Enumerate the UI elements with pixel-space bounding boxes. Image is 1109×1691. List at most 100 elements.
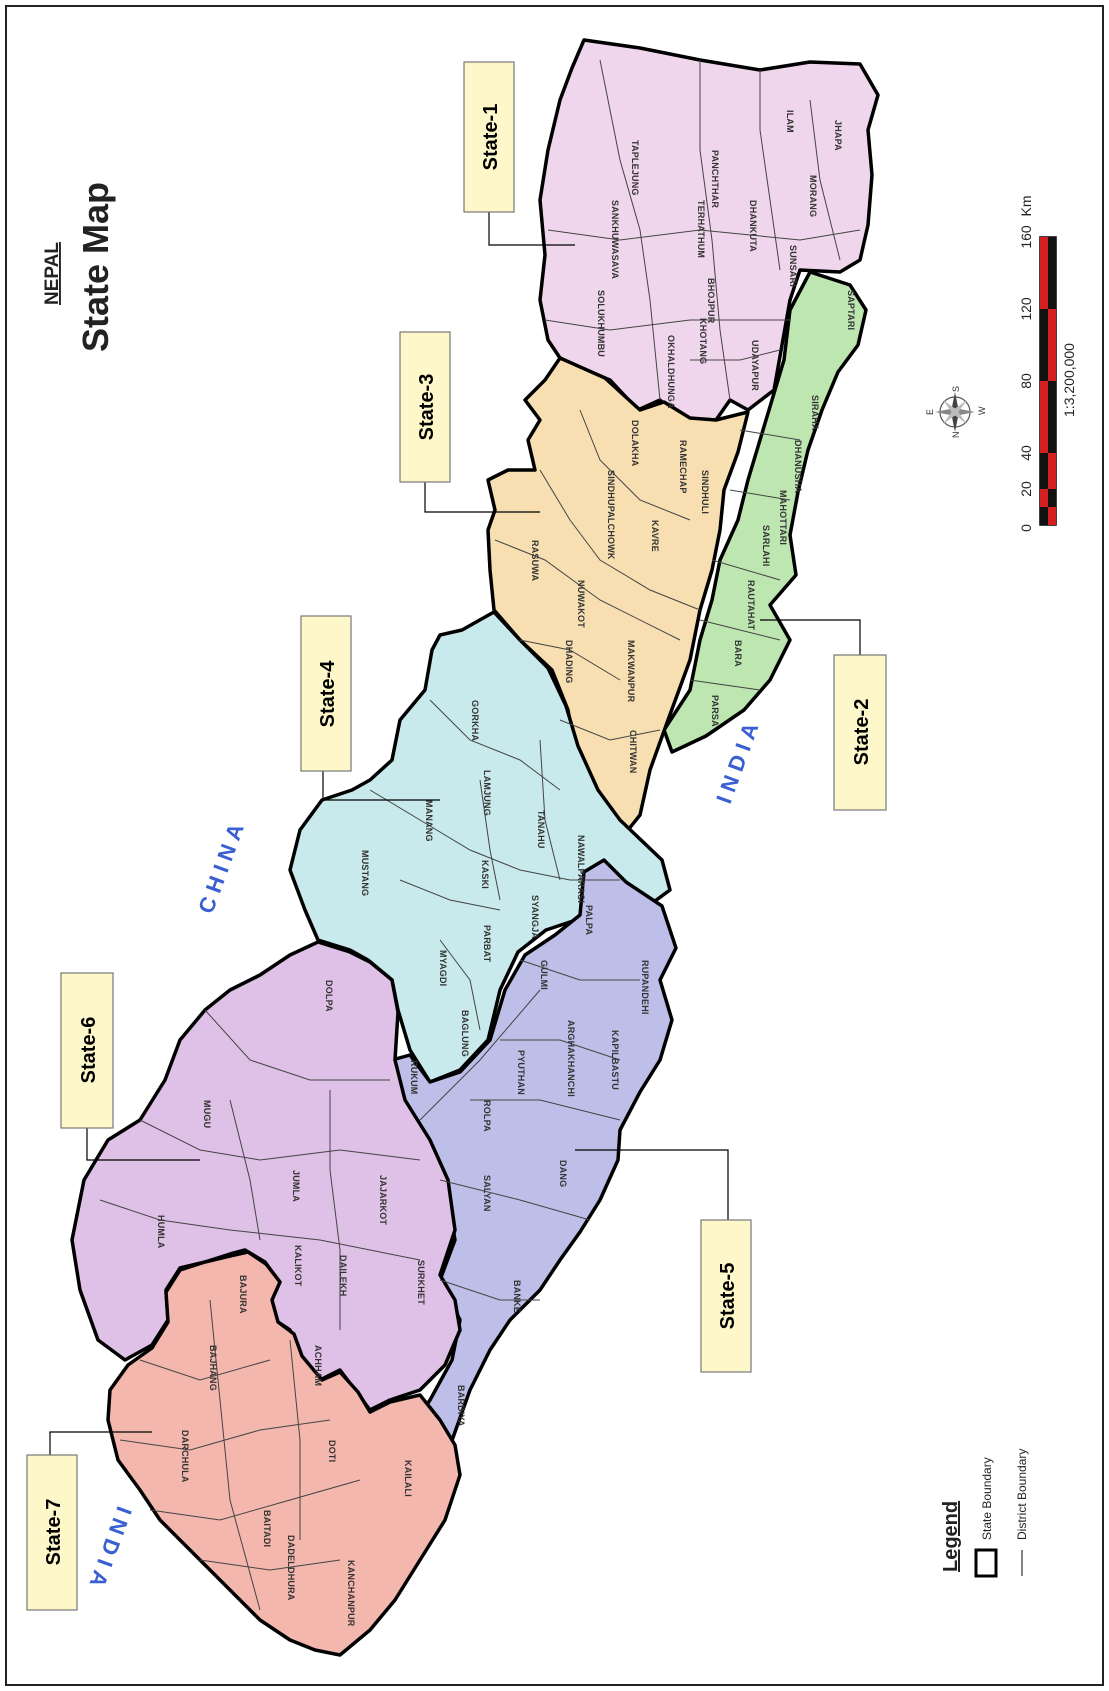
state-tag-1[interactable]: State-1 bbox=[463, 61, 575, 246]
compass-rose-icon: N S E W bbox=[925, 386, 987, 438]
state-tag-4[interactable]: State-4 bbox=[300, 615, 440, 801]
district-label: JHAPA bbox=[833, 120, 843, 151]
district-label: SAPTARI bbox=[846, 290, 856, 330]
svg-text:State-3: State-3 bbox=[416, 374, 438, 441]
scale-tick: 160 bbox=[1018, 225, 1034, 249]
district-label: MORANG bbox=[808, 175, 818, 217]
district-label: BAJURA bbox=[238, 1275, 248, 1314]
district-label: UDAYAPUR bbox=[750, 340, 760, 391]
district-label: KAILALI bbox=[403, 1460, 413, 1497]
district-label: TAPLEJUNG bbox=[630, 140, 640, 196]
country-label-china: CHINA bbox=[193, 814, 251, 916]
district-label: MUGU bbox=[202, 1100, 212, 1128]
district-label: ACHHAM bbox=[313, 1345, 323, 1386]
compass-s: S bbox=[951, 386, 961, 392]
svg-text:State-5: State-5 bbox=[717, 1263, 739, 1330]
district-label: KAVRE bbox=[650, 520, 660, 552]
district-label: DAILEKH bbox=[338, 1255, 348, 1296]
district-label: SANKHUWASAVA bbox=[610, 200, 620, 279]
state-tag-2[interactable]: State-2 bbox=[760, 619, 887, 811]
district-label: PARBAT bbox=[482, 925, 492, 963]
district-label: SARLAHI bbox=[761, 525, 771, 566]
state-tag-5[interactable]: State-5 bbox=[575, 1149, 752, 1373]
district-label: TANAHU bbox=[536, 810, 546, 849]
district-label: PALPA bbox=[584, 905, 594, 935]
district-label: KANCHANPUR bbox=[346, 1560, 356, 1627]
legend-item-state: State Boundary bbox=[980, 1457, 994, 1540]
scale-tick: 40 bbox=[1018, 445, 1034, 461]
svg-text:State-7: State-7 bbox=[43, 1499, 65, 1566]
state-tag-6[interactable]: State-6 bbox=[60, 972, 200, 1161]
district-label: MAHOTTARI bbox=[778, 490, 788, 545]
legend-state-swatch bbox=[974, 1548, 998, 1578]
district-label: BAITADI bbox=[262, 1510, 272, 1547]
map-title: NEPAL State Map bbox=[42, 182, 116, 352]
svg-text:State-1: State-1 bbox=[480, 104, 502, 171]
scale-bar: 0 20 40 80 120 160 Km 1:3,200,000 bbox=[1018, 196, 1077, 532]
district-label: RASUWA bbox=[530, 540, 540, 581]
district-label: SYANGJA bbox=[530, 895, 540, 939]
district-label: BARDIYA bbox=[456, 1385, 466, 1427]
district-label: RUPANDEHI bbox=[640, 960, 650, 1015]
district-label: PYUTHAN bbox=[516, 1050, 526, 1095]
district-label: KASKI bbox=[480, 860, 490, 889]
state-2-region[interactable] bbox=[662, 270, 868, 754]
district-label: SINDHULI bbox=[700, 470, 710, 514]
state-tag-7[interactable]: State-7 bbox=[26, 1431, 152, 1611]
district-label: SALYAN bbox=[482, 1175, 492, 1212]
district-label: KHOTANG bbox=[698, 318, 708, 364]
district-label: DOTI bbox=[327, 1440, 337, 1462]
district-label: SINDHUPALCHOWK bbox=[606, 470, 616, 560]
district-label: NAWALPARASI bbox=[576, 835, 586, 903]
legend: Legend State Boundary District Boundary bbox=[940, 1449, 1029, 1578]
district-label: RUKUM bbox=[409, 1060, 419, 1095]
district-label: MYAGDI bbox=[438, 950, 448, 986]
district-label: BHOJPUR bbox=[706, 278, 716, 324]
district-label: PANCHTHAR bbox=[710, 150, 720, 208]
svg-text:State-2: State-2 bbox=[851, 699, 873, 766]
district-label: OKHALDHUNGA bbox=[666, 335, 676, 409]
district-label: PARSA bbox=[710, 695, 720, 727]
district-label: KALIKOT bbox=[293, 1245, 303, 1287]
district-boundaries bbox=[99, 59, 861, 1611]
compass-w: W bbox=[977, 406, 987, 415]
state-1-region[interactable] bbox=[538, 38, 880, 422]
state-tag-3[interactable]: State-3 bbox=[399, 331, 540, 513]
district-label: LAMJUNG bbox=[482, 770, 492, 816]
district-label: BAGLUNG bbox=[460, 1010, 470, 1057]
district-label: SUNSARI bbox=[788, 245, 798, 287]
map-border bbox=[5, 5, 1104, 1686]
scale-tick: 120 bbox=[1018, 297, 1034, 321]
scale-tick: 80 bbox=[1018, 373, 1034, 389]
state-7-region[interactable] bbox=[106, 1250, 462, 1657]
scale-unit: Km bbox=[1018, 196, 1034, 217]
district-label: MANANG bbox=[424, 800, 434, 842]
district-label: CHITWAN bbox=[628, 730, 638, 773]
district-label: GULMI bbox=[539, 960, 549, 990]
district-label: JAJARKOT bbox=[378, 1175, 388, 1225]
country-name: NEPAL bbox=[42, 242, 63, 305]
district-label: DOLAKHA bbox=[630, 420, 640, 467]
district-label: KAPILBASTU bbox=[610, 1030, 620, 1090]
district-label: DHADING bbox=[564, 640, 574, 683]
compass-e: E bbox=[925, 409, 935, 415]
district-label: DADELDHURA bbox=[286, 1535, 296, 1601]
district-label: SIRAHA bbox=[810, 395, 820, 431]
district-label: NUWAKOT bbox=[576, 580, 586, 628]
country-label-india-west: INDIA bbox=[83, 1503, 137, 1596]
legend-title: Legend bbox=[940, 1501, 962, 1572]
district-label: DHANUSHA bbox=[793, 440, 803, 493]
district-label: JUMLA bbox=[291, 1170, 301, 1202]
state-4-region[interactable] bbox=[288, 610, 672, 1084]
district-label: DHANKUTA bbox=[748, 200, 758, 252]
district-label: DARCHULA bbox=[180, 1430, 190, 1483]
district-label: ILAM bbox=[785, 110, 795, 133]
district-label: RAMECHAP bbox=[678, 440, 688, 494]
district-label: BARA bbox=[733, 640, 743, 667]
scale-ratio: 1:3,200,000 bbox=[1061, 343, 1077, 417]
svg-text:State-4: State-4 bbox=[317, 660, 339, 728]
compass-n: N bbox=[951, 432, 961, 439]
district-label: ARGHAKHANCHI bbox=[566, 1020, 576, 1097]
district-label: MAKWANPUR bbox=[626, 640, 636, 703]
